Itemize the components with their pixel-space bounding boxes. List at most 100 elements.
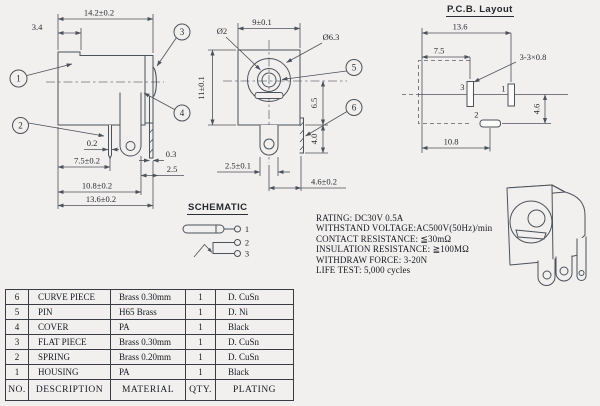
pcb-dimensions: 13.6 7.5 3-3×0.8 4.6 10.8 <box>421 22 551 153</box>
specs-block: RATING: DC30V 0.5A WITHSTAND VOLTAGE:AC5… <box>316 213 492 275</box>
dim-front-pin-width: 2.5±0.1 <box>225 161 251 171</box>
table-row: 2 SPRING Brass 0.20mm 1 D. CuSn <box>5 349 294 365</box>
callout-2-spring: 2 <box>18 121 23 131</box>
part-plating: D. CuSn <box>215 289 294 305</box>
pcb-pad-1-label: 1 <box>501 84 505 94</box>
pcb-layout-title: P.C.B. Layout <box>446 4 514 17</box>
dim-front-width: 9±0.1 <box>252 17 272 27</box>
part-qty: 1 <box>185 289 216 305</box>
part-description: HOUSING <box>28 364 111 380</box>
schematic-symbols: 1 2 3 <box>182 224 249 259</box>
dim-side-pin-width: 0.2 <box>87 138 98 148</box>
front-view-drawing: 9±0.1 Ø2 Ø6.3 11±0.1 6.5 4.0 2.5±0.1 4.6… <box>196 17 363 191</box>
header-no: NO. <box>5 379 29 401</box>
part-material: Brass 0.20mm <box>110 349 186 365</box>
dim-side-step: 3.4 <box>32 22 43 32</box>
dim-side-tip-thickness: 0.3 <box>166 149 177 159</box>
part-plating: Black <box>215 319 294 335</box>
table-row: 3 FLAT PIECE Brass 0.30mm 1 D. CuSn <box>5 334 294 350</box>
callout-4-flat-piece: 4 <box>180 108 185 118</box>
spec-insulation-resistance: INSULATION RESISTANCE: ≧100MΩ <box>316 244 469 255</box>
table-row: 6 CURVE PIECE Brass 0.30mm 1 D. CuSn <box>5 289 294 305</box>
side-view-callouts: 1 2 3 4 <box>9 23 191 138</box>
table-header-row: NO. DESCRIPTION MATERIAL QTY. PLATING <box>5 379 294 401</box>
dim-front-leg: 4.0 <box>309 134 319 145</box>
front-view-dimensions: 9±0.1 Ø2 Ø6.3 11±0.1 6.5 4.0 2.5±0.1 4.6… <box>196 17 346 191</box>
part-material: PA <box>110 319 186 335</box>
part-description: COVER <box>28 319 111 335</box>
pcb-pads: 3 1 2 <box>460 81 515 128</box>
front-view-geometry <box>223 40 347 163</box>
schematic-pin-3: 3 <box>245 249 249 259</box>
part-no: 3 <box>5 334 29 350</box>
table-row: 5 PIN H65 Brass 1 D. Ni <box>5 304 294 320</box>
part-description: SPRING <box>28 349 111 365</box>
dim-pcb-holes: 3-3×0.8 <box>520 52 547 62</box>
dim-pcb-pad2-drop: 4.6 <box>532 104 542 115</box>
pcb-layout-drawing: 3 1 2 13.6 7.5 3-3×0.8 4.6 10.8 <box>402 22 568 153</box>
schematic-pin-2: 2 <box>245 238 249 248</box>
callout-6-curve-leg: 6 <box>352 103 357 113</box>
dim-front-pin-dia: Ø2 <box>217 26 227 36</box>
spec-contact-resistance: CONTACT RESISTANCE: ≦30mΩ <box>316 233 452 244</box>
dim-pcb-pad3-x: 7.5 <box>434 46 445 56</box>
part-description: FLAT PIECE <box>28 334 111 350</box>
part-no: 1 <box>5 364 29 380</box>
spec-life-test: LIFE TEST: 5,000 cycles <box>316 265 411 276</box>
header-material: MATERIAL <box>110 379 186 401</box>
spec-withdraw-force: WITHDRAW FORCE: 3-20N <box>316 254 428 265</box>
side-view-drawing: 14.2±0.2 3.4 0.2 7.5±0.2 0.3 2.5 10.8±0.… <box>9 8 191 209</box>
schematic-drawing: 1 2 3 <box>182 224 249 259</box>
dim-pcb-width: 13.6 <box>453 22 468 32</box>
dim-side-total-length: 13.6±0.2 <box>86 194 116 204</box>
dim-front-below-center: 6.5 <box>309 98 319 109</box>
jack-3d-view <box>506 184 587 286</box>
part-no: 2 <box>5 349 29 365</box>
part-qty: 1 <box>185 364 216 380</box>
callout-1-housing: 1 <box>16 74 21 84</box>
schematic-title: SCHEMATIC <box>187 202 249 215</box>
header-qty: QTY. <box>185 379 216 401</box>
side-view-geometry <box>46 51 164 160</box>
dim-front-side-offset: 4.6±0.2 <box>311 177 337 187</box>
part-qty: 1 <box>185 334 216 350</box>
table-row: 4 COVER PA 1 Black <box>5 319 294 335</box>
header-description: DESCRIPTION <box>28 379 111 401</box>
part-qty: 1 <box>185 349 216 365</box>
side-view-dimensions: 14.2±0.2 3.4 0.2 7.5±0.2 0.3 2.5 10.8±0.… <box>32 8 184 209</box>
dim-pcb-pad2-x: 10.8 <box>444 137 459 147</box>
part-material: Brass 0.30mm <box>110 289 186 305</box>
spec-withstand-voltage: WITHSTAND VOLTAGE:AC500V(50Hz)/min <box>316 223 493 234</box>
front-view-callouts: 5 6 <box>281 59 363 137</box>
part-qty: 1 <box>185 304 216 320</box>
part-material: Brass 0.30mm <box>110 334 186 350</box>
schematic-pin-1: 1 <box>245 224 249 234</box>
part-no: 6 <box>5 289 29 305</box>
dim-front-height: 11±0.1 <box>196 76 206 99</box>
spec-rating: RATING: DC30V 0.5A <box>316 213 404 223</box>
table-row: 1 HOUSING PA 1 Black <box>5 364 294 380</box>
part-description: PIN <box>28 304 111 320</box>
dim-side-width: 14.2±0.2 <box>84 8 114 18</box>
part-plating: D. Ni <box>215 304 294 320</box>
pcb-pad-3-label: 3 <box>460 82 464 92</box>
callout-3-curve-piece: 3 <box>180 27 185 37</box>
part-qty: 1 <box>185 319 216 335</box>
parts-table: 6 CURVE PIECE Brass 0.30mm 1 D. CuSn 5 P… <box>5 289 294 401</box>
part-description: CURVE PIECE <box>28 289 111 305</box>
jack-3d-geometry <box>506 184 587 286</box>
part-plating: D. CuSn <box>215 334 294 350</box>
part-plating: Black <box>215 364 294 380</box>
part-no: 5 <box>5 304 29 320</box>
header-plating: PLATING <box>215 379 294 401</box>
dim-side-pin-offset: 7.5±0.2 <box>74 156 100 166</box>
part-no: 4 <box>5 319 29 335</box>
pcb-pad-2-label: 2 <box>474 110 478 120</box>
dim-side-lug-offset: 10.8±0.2 <box>82 181 112 191</box>
part-plating: D. CuSn <box>215 349 294 365</box>
part-material: PA <box>110 364 186 380</box>
callout-5-pin: 5 <box>352 63 357 73</box>
pcb-outline <box>402 60 568 124</box>
dim-side-tip-offset: 2.5 <box>167 164 178 174</box>
